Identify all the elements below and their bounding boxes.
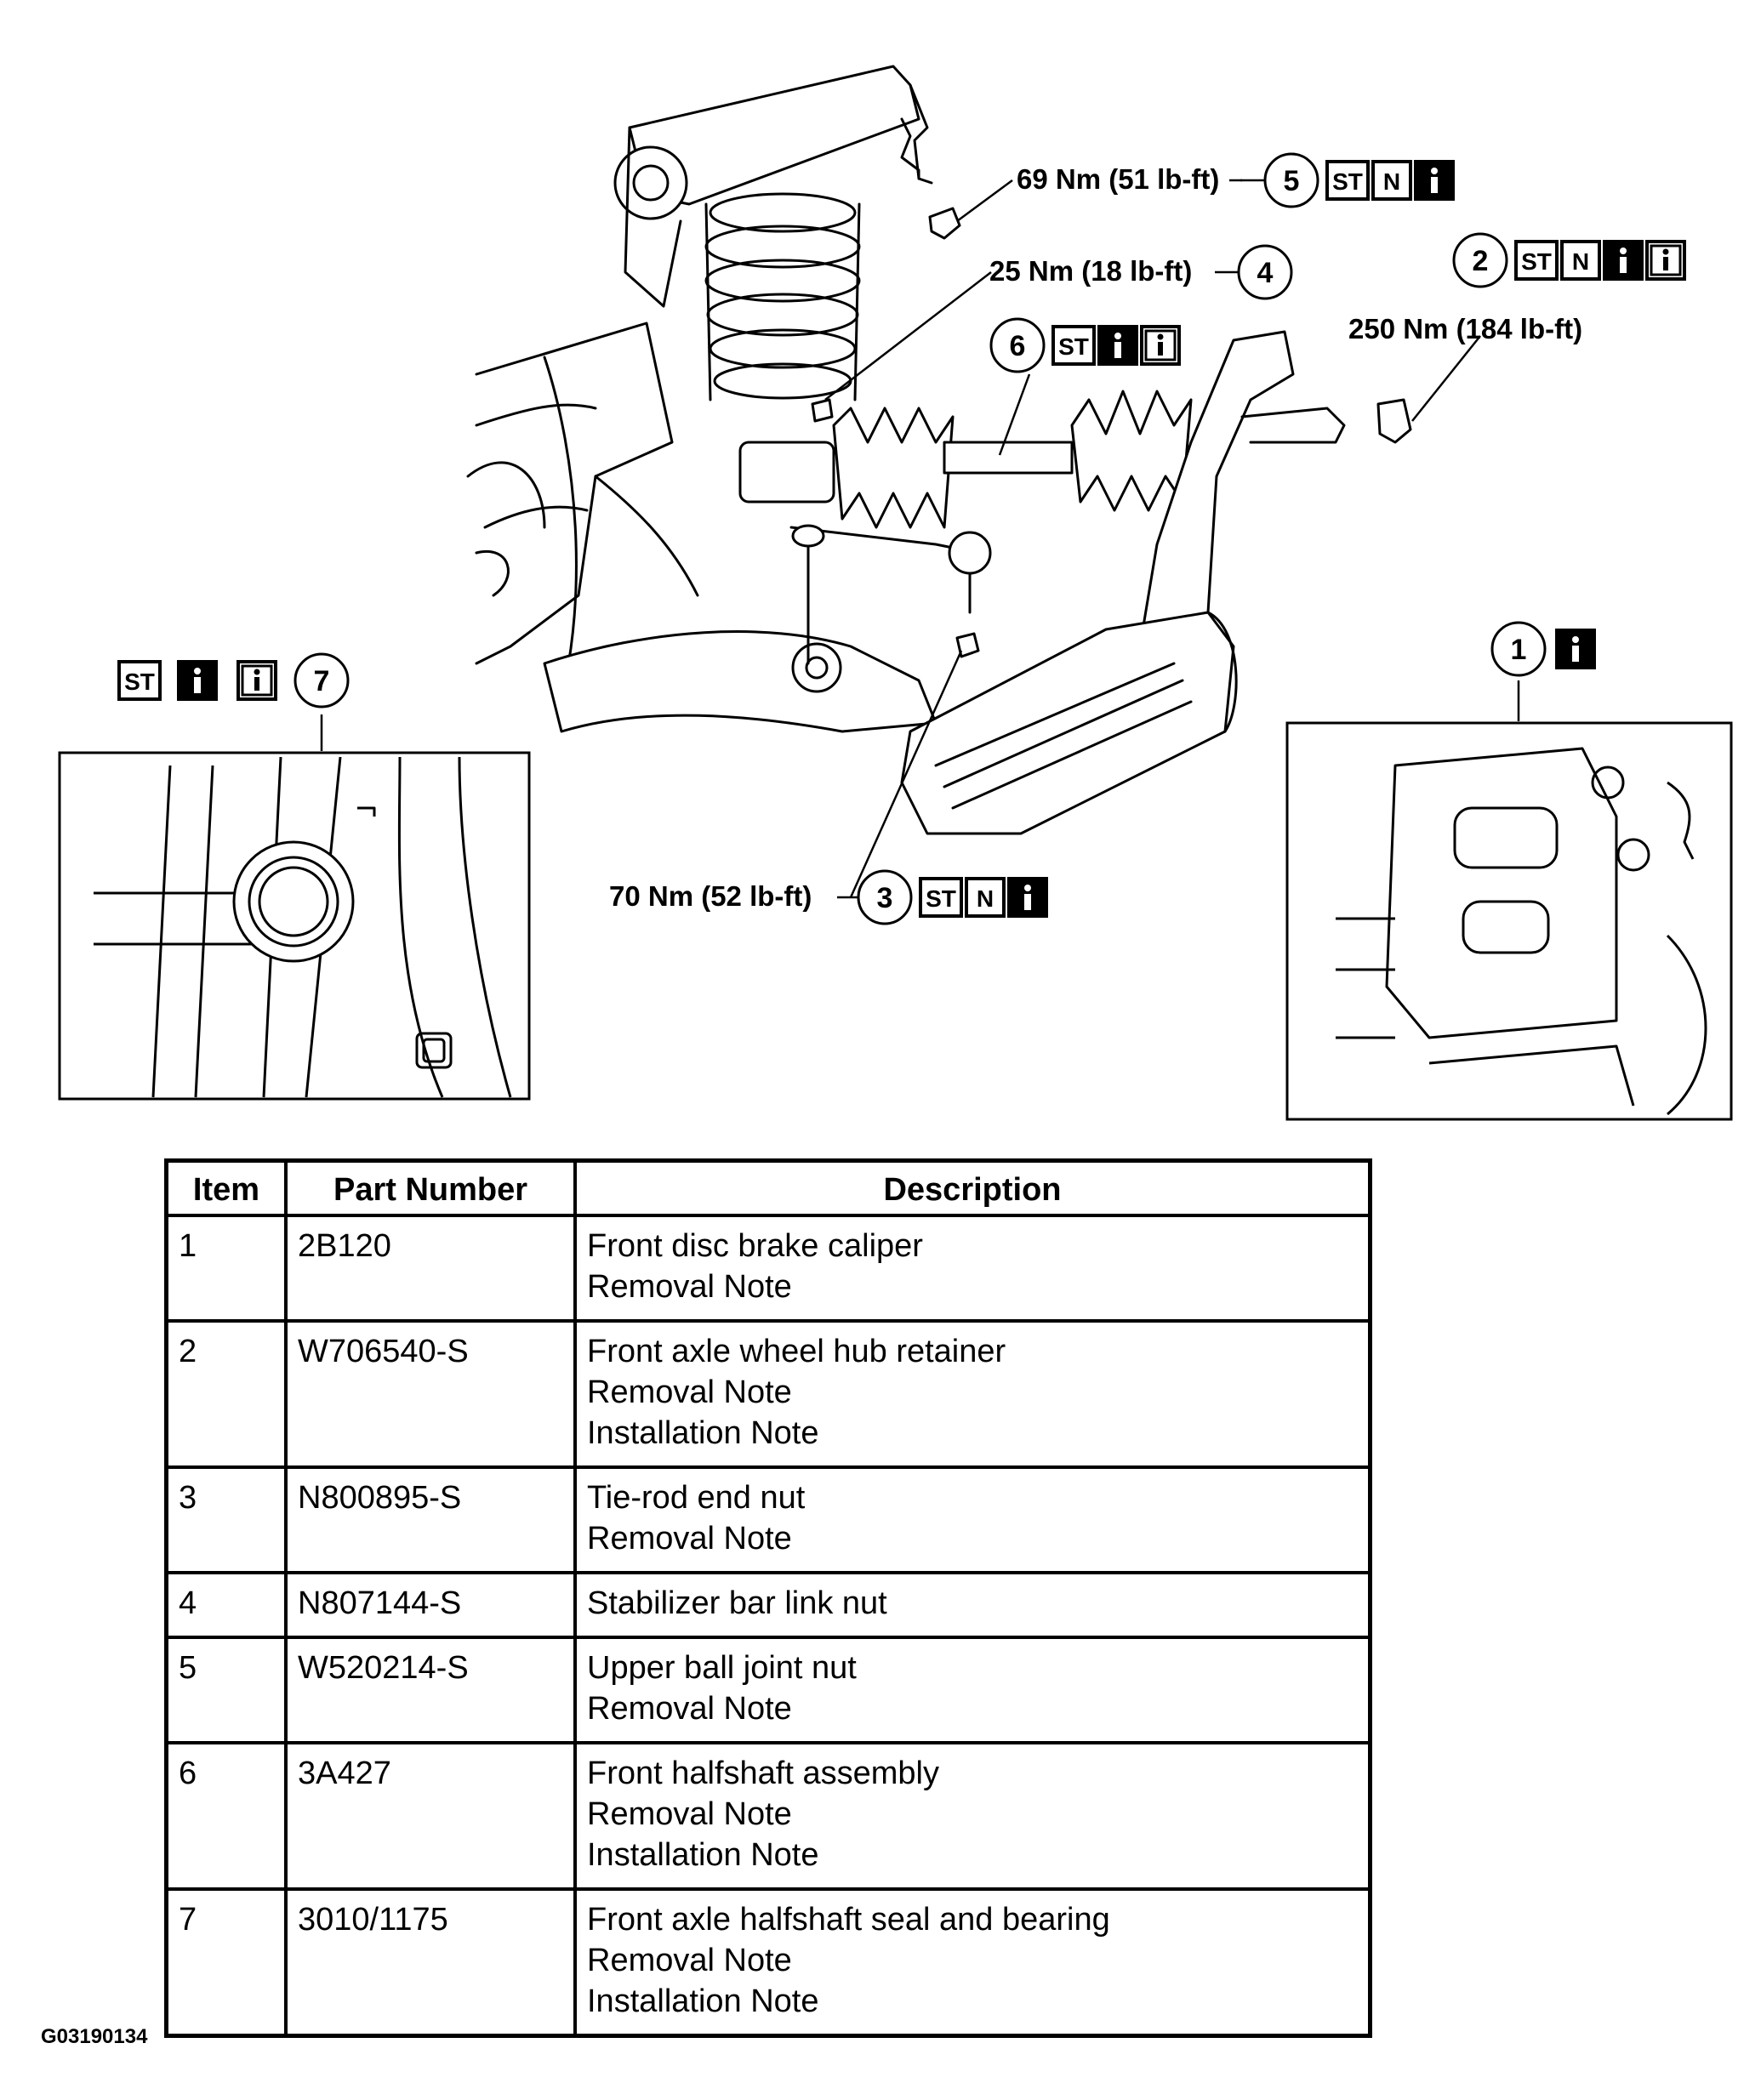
header-description: Description [573,1158,1372,1217]
removal-note-icon [1414,160,1455,201]
callout-1: 1 [1490,621,1596,677]
item-number-cell: 2 [164,1319,288,1469]
torque-label-2: 250 Nm (184 lb-ft) [1348,313,1582,344]
special-tool-icon [919,877,963,918]
note-text: Installation Note [587,1837,819,1873]
coil-spring [704,192,861,401]
description-text: Front axle wheel hub retainer [587,1334,1006,1369]
callout-6: 6 [989,317,1181,373]
inset-caliper-detail [1285,721,1733,1121]
torque-label-4: 25 Nm (18 lb-ft) [989,255,1192,287]
leader-lines [320,179,1520,898]
note-text: Removal Note [587,1691,792,1727]
part-number-cell: 3A427 [284,1741,577,1891]
description-text: Stabilizer bar link nut [587,1585,887,1621]
removal-note-icon [1007,877,1048,918]
note-text: Removal Note [587,1521,792,1557]
removal-note-icon [1097,325,1138,366]
removal-note-icon [177,660,218,701]
table-header-row: Item Part Number Description [164,1158,1372,1217]
callout-number-1: 1 [1511,634,1527,666]
installation-note-icon [237,660,277,701]
note-text: Installation Note [587,1983,819,2019]
callout-4: 25 Nm (18 lb-ft) 4 [989,244,1293,300]
header-part-number: Part Number [284,1158,577,1217]
description-cell: Stabilizer bar link nut [573,1571,1372,1639]
item-number-cell: 7 [164,1887,288,2038]
callout-number-3: 3 [877,882,893,914]
suspension-exploded-diagram: ST N [58,65,1733,1121]
callout-7: 7 [117,652,350,709]
installation-note-icon [1645,240,1686,281]
new-part-icon [965,877,1006,918]
special-tool-icon [1325,160,1370,201]
callout-number-2: 2 [1473,245,1489,277]
torque-label-3: 70 Nm (52 lb-ft) [609,880,812,912]
part-number-cell: 2B120 [284,1214,577,1323]
description-text: Front disc brake caliper [587,1228,923,1264]
special-tool-icon [117,660,162,701]
callout-2: 2 250 Nm (184 lb-ft) [1348,232,1686,344]
item-number-cell: 6 [164,1741,288,1891]
note-text: Removal Note [587,1374,792,1410]
callout-5: 69 Nm (51 lb-ft) 5 [1017,152,1455,208]
inset-seal-bearing-detail [58,751,531,1101]
halfshaft [738,390,1193,529]
part-number-cell: W520214-S [284,1636,577,1744]
new-part-icon [1560,240,1601,281]
note-text: Installation Note [587,1415,819,1451]
part-number-cell: N807144-S [284,1571,577,1639]
callout-number-5: 5 [1284,165,1300,197]
header-item: Item [164,1158,288,1217]
description-text: Upper ball joint nut [587,1650,857,1686]
callout-number-6: 6 [1010,330,1026,362]
installation-note-icon [1140,325,1181,366]
description-text: Tie-rod end nut [587,1480,806,1516]
description-text: Front axle halfshaft seal and bearing [587,1902,1110,1938]
item-number-cell: 5 [164,1636,288,1744]
part-number-cell: W706540-S [284,1319,577,1469]
part-number-cell: 3010/1175 [284,1887,577,2038]
item-number-cell: 3 [164,1465,288,1574]
item-number-cell: 4 [164,1571,288,1639]
note-text: Removal Note [587,1796,792,1832]
item-number-cell: 1 [164,1214,288,1323]
special-tool-icon [1051,325,1096,366]
removal-note-icon [1603,240,1644,281]
note-text: Removal Note [587,1943,792,1978]
torque-label-5: 69 Nm (51 lb-ft) [1017,163,1219,195]
callout-3: 70 Nm (52 lb-ft) 3 [609,869,1048,925]
figure-code: G03190134 [41,2025,148,2048]
part-number-cell: N800895-S [284,1465,577,1574]
new-part-icon [1371,160,1412,201]
special-tool-icon [1514,240,1559,281]
removal-note-icon [1555,629,1596,669]
callout-number-7: 7 [314,665,330,697]
description-text: Front halfshaft assembly [587,1756,939,1791]
note-text: Removal Note [587,1269,792,1305]
callout-number-4: 4 [1257,257,1274,289]
suspension-line-art [466,65,1412,835]
